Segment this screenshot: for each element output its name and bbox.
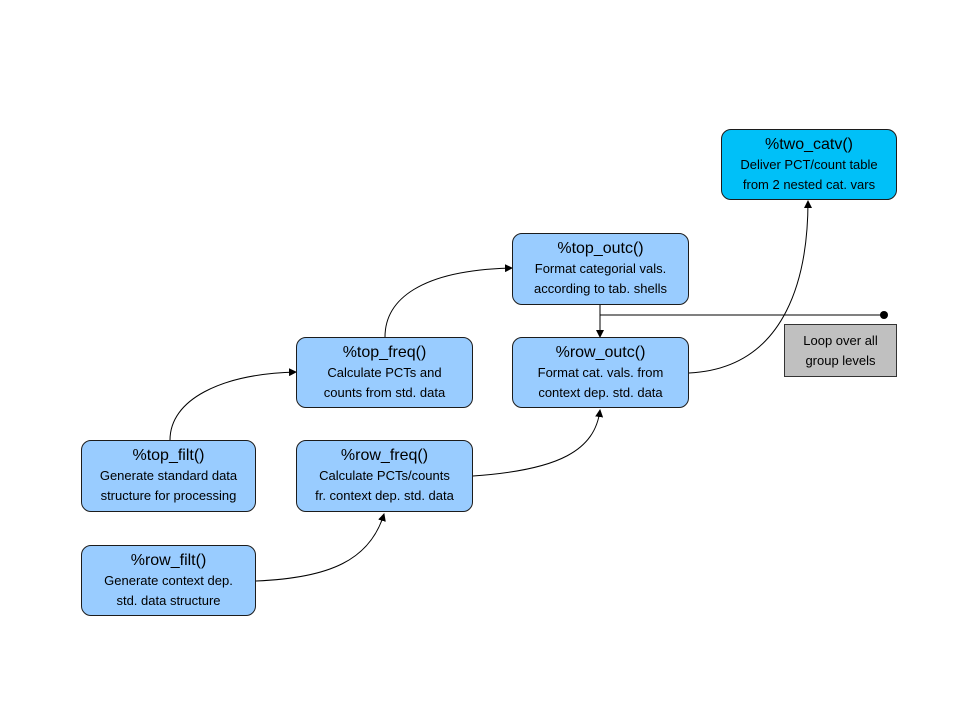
- edge-row-outc-to-two-catv: [688, 200, 812, 374]
- node-top-outc-title: %top_outc(): [557, 240, 644, 257]
- loop-note: Loop over all group levels: [784, 324, 897, 377]
- node-top-filt-desc: Generate standard data structure for pro…: [99, 468, 238, 503]
- node-top-freq-title: %top_freq(): [342, 343, 427, 361]
- node-row-filt[interactable]: %row_filt() Generate context dep. std. d…: [81, 545, 256, 616]
- edge-row-filt-to-row-freq: [255, 513, 386, 582]
- node-two-catv-desc: Deliver PCT/count table from 2 nested ca…: [740, 156, 878, 192]
- edge-top-filt-to-top-freq: [169, 368, 297, 441]
- node-top-outc-desc: Format categorial vals. according to tab…: [534, 261, 667, 296]
- loop-line-endpoint: [880, 311, 888, 319]
- node-top-filt-title: %top_filt(): [132, 447, 205, 464]
- edge-row-freq-to-row-outc: [472, 409, 604, 477]
- node-row-outc-desc: Format cat. vals. from context dep. std.…: [537, 364, 664, 400]
- node-top-filt[interactable]: %top_filt() Generate standard data struc…: [81, 440, 256, 512]
- node-row-freq-title: %row_freq(): [340, 447, 429, 464]
- node-row-filt-desc: Generate context dep. std. data structur…: [104, 572, 233, 608]
- node-top-freq[interactable]: %top_freq() Calculate PCTs and counts fr…: [296, 337, 473, 408]
- node-row-outc-title: %row_outc(): [555, 343, 646, 361]
- node-row-freq[interactable]: %row_freq() Calculate PCTs/counts fr. co…: [296, 440, 473, 512]
- node-two-catv[interactable]: %two_catv() Deliver PCT/count table from…: [721, 129, 897, 200]
- node-top-outc[interactable]: %top_outc() Format categorial vals. acco…: [512, 233, 689, 305]
- node-row-freq-desc: Calculate PCTs/counts fr. context dep. s…: [315, 468, 454, 503]
- node-top-freq-desc: Calculate PCTs and counts from std. data: [323, 364, 446, 400]
- node-row-filt-title: %row_filt(): [130, 551, 207, 569]
- node-two-catv-title: %two_catv(): [764, 135, 854, 153]
- node-row-outc[interactable]: %row_outc() Format cat. vals. from conte…: [512, 337, 689, 408]
- edge-top-freq-to-top-outc: [384, 264, 513, 338]
